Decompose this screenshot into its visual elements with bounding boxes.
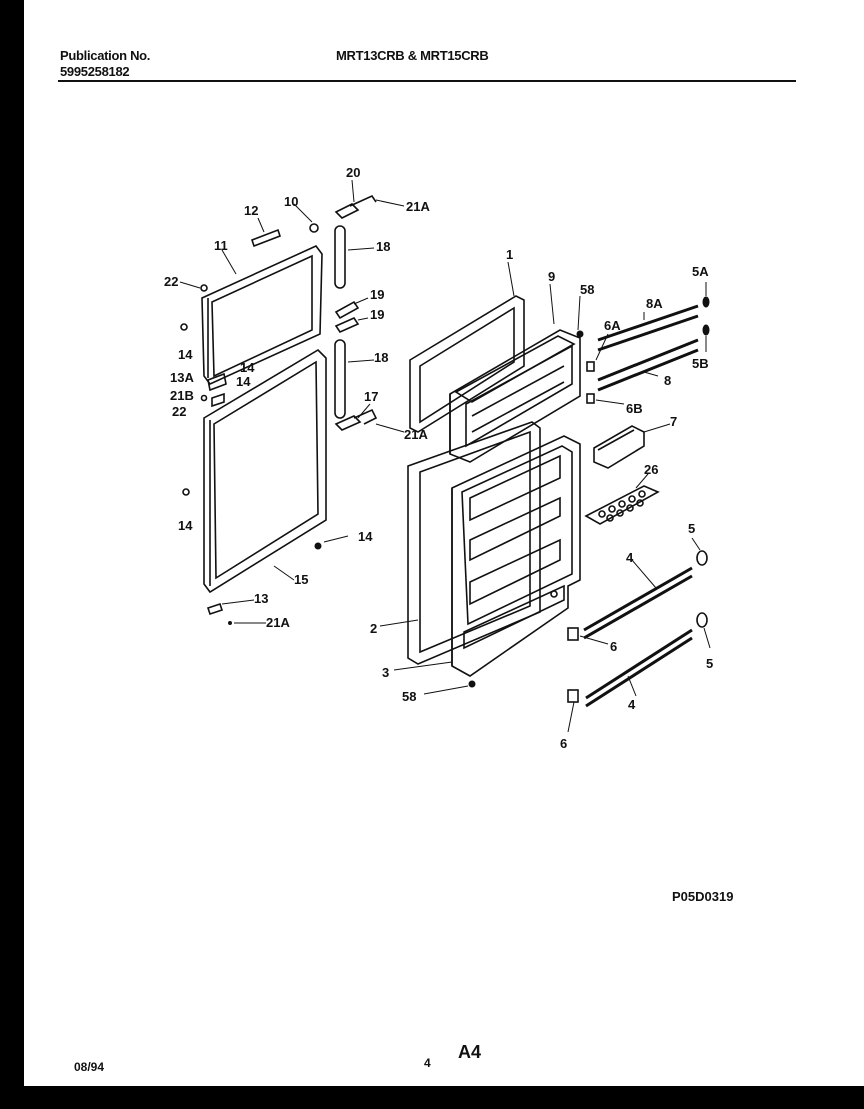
freezer-door-liner [449,329,581,463]
trim-18-top [334,225,346,289]
end-cap-6b [586,393,595,404]
shelf-bar-4-bottom [585,628,693,700]
shelf-bar-4-top [583,566,693,632]
dairy-compartment-7 [593,425,645,469]
egg-tray-26 [584,485,660,525]
callout-10: 10 [284,194,298,209]
callout-22-top: 22 [164,274,178,289]
end-cap-6-top [567,627,579,641]
screw-58-bottom [468,680,476,688]
callout-11: 11 [214,238,228,253]
hinge-17 [334,408,378,431]
footer-section: A4 [458,1042,482,1062]
callout-8: 8 [664,373,671,388]
publication-number: 5995258182 [60,64,130,79]
freezer-door-panel [409,295,525,433]
hinge-13 [206,602,224,616]
screw-22-top [200,284,208,292]
callout-14-c: 14 [236,374,251,389]
shelf-bar-8a [597,304,699,342]
hinge-20 [334,194,377,219]
callout-7: 7 [670,414,677,429]
footer-page-number: 4 [424,1056,431,1070]
screw-58-top [576,330,584,338]
screw-10 [309,223,319,233]
callout-5b: 5B [692,356,709,371]
callout-22-bottom: 22 [172,404,186,419]
clip-19-a [334,300,360,320]
drawing-id: P05D0319 [672,889,734,904]
exploded-parts-diagram: 12 10 11 22 14 14 13A 14 21B 22 14 14 15… [164,165,713,751]
callout-8a: 8A [646,296,663,311]
end-cap-5-bottom [696,612,708,628]
footer-date: 08/94 [74,1060,105,1074]
clip-14-top [180,323,188,331]
callout-6a: 6A [604,318,621,333]
callout-6b: 6B [626,401,643,416]
callout-9: 9 [548,269,555,284]
publication-label: Publication No. [60,48,151,63]
callout-18-top: 18 [376,239,390,254]
callout-21b: 21B [170,388,194,403]
callout-13a: 13A [170,370,194,385]
callout-14-b: 14 [240,360,255,375]
callout-14-d: 14 [178,518,193,533]
callout-21a-bottom: 21A [266,615,290,630]
clip-19-b [334,316,360,334]
callout-1: 1 [506,247,513,262]
callout-5-top: 5 [688,521,695,536]
fresh-food-door-gasket [203,348,327,594]
callout-2: 2 [370,621,377,636]
callout-21a-top: 21A [406,199,430,214]
callout-19-b: 19 [370,307,384,322]
callout-17: 17 [364,389,378,404]
callout-5a: 5A [692,264,709,279]
callout-14-e: 14 [358,529,373,544]
hinge-13a [200,372,227,408]
screw-21a-bottom [228,621,232,625]
callout-6-top: 6 [610,639,617,654]
fresh-food-door-liner [451,435,581,677]
callout-21a-mid: 21A [404,427,428,442]
callout-19-a: 19 [370,287,384,302]
callout-labels: 12 10 11 22 14 14 13A 14 21B 22 14 14 15… [164,165,713,751]
end-cap-5b [702,324,710,336]
callout-14-a: 14 [178,347,193,362]
callout-13: 13 [254,591,268,606]
callout-6-bottom: 6 [560,736,567,751]
callout-4-top: 4 [626,550,634,565]
callout-15: 15 [294,572,308,587]
header-rule [58,80,796,82]
end-cap-5a [702,296,710,308]
callout-3: 3 [382,665,389,680]
parts-sheet: Publication No. 5995258182 MRT13CRB & MR… [24,0,864,1086]
end-cap-5-top [696,550,708,566]
shelf-bar-8 [597,338,699,382]
trim-18-bottom [334,339,346,419]
clip-14-mid [182,488,190,496]
end-cap-6-bottom [567,689,579,703]
callout-58-top: 58 [580,282,594,297]
callout-12: 12 [244,203,258,218]
callout-20: 20 [346,165,360,180]
end-cap-6a [586,361,595,372]
model-title: MRT13CRB & MRT15CRB [336,48,489,63]
callout-26: 26 [644,462,658,477]
callout-18-bottom: 18 [374,350,388,365]
freezer-door-gasket [201,245,323,385]
clip-14-bottom [314,542,322,550]
leader-lines [179,179,711,733]
freezer-handle-strip [250,228,282,248]
callout-5-bottom: 5 [706,656,713,671]
callout-4-bottom: 4 [628,697,636,712]
callout-58-bottom: 58 [402,689,416,704]
